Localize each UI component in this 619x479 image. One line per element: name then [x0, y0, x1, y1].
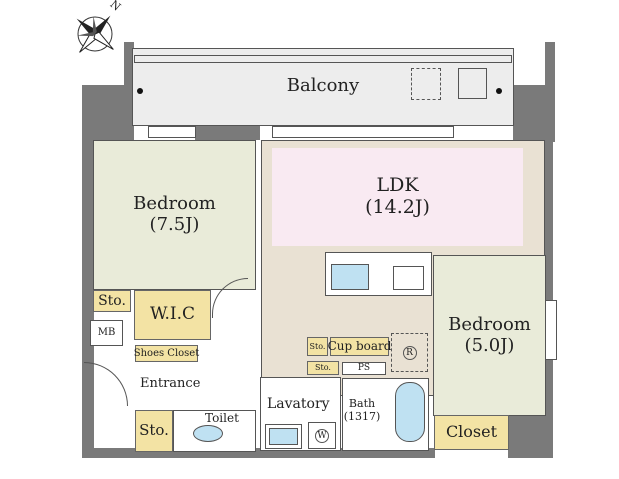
- washbasin-icon: [265, 424, 302, 449]
- room-name: W.I.C: [149, 304, 196, 325]
- storage-small-2: Sto.: [307, 361, 339, 375]
- shoes-closet: Shoes Closet: [133, 345, 200, 362]
- room-name: Bedroom: [133, 193, 216, 215]
- room-name: Cup board: [327, 338, 392, 353]
- room-size: (7.5J): [149, 214, 200, 235]
- storage-bottom: Sto.: [135, 410, 173, 452]
- wall: [513, 85, 555, 140]
- cup-board: Cup board: [327, 337, 392, 356]
- toilet-icon: [193, 425, 223, 442]
- room-size: (1317): [343, 409, 381, 423]
- bathtub-icon: [395, 382, 425, 442]
- room-name: MB: [97, 327, 116, 339]
- fridge-space: R: [391, 333, 428, 372]
- window[interactable]: [148, 126, 196, 138]
- bedroom-7-5j: Bedroom (7.5J): [93, 140, 256, 290]
- outdoor-unit-icon: [458, 68, 487, 99]
- room-name: Sto.: [98, 292, 126, 309]
- window[interactable]: [545, 300, 557, 360]
- washer-space: W: [308, 422, 336, 449]
- ldk-label-area: LDK (14.2J): [272, 148, 523, 246]
- room-name: Sto.: [309, 341, 326, 351]
- room-size: (5.0J): [464, 334, 515, 356]
- sink-icon: [331, 264, 369, 290]
- lavatory-label: Lavatory: [267, 396, 330, 412]
- wall: [195, 125, 260, 140]
- hatch-icon: [411, 68, 441, 100]
- room-name: PS: [357, 363, 371, 374]
- fridge-icon: R: [402, 345, 417, 360]
- room-name: Sto.: [139, 421, 169, 440]
- room-name: Closet: [445, 422, 498, 442]
- wall: [82, 448, 435, 458]
- window[interactable]: [272, 126, 454, 138]
- wall: [124, 42, 134, 87]
- closet: Closet: [434, 415, 509, 450]
- entrance-door[interactable]: [84, 362, 128, 406]
- pipe-space: PS: [342, 362, 386, 375]
- entrance-label: Entrance: [140, 376, 201, 391]
- room-name: Shoes Closet: [133, 347, 200, 359]
- stove-icon: [393, 266, 424, 290]
- room-name: Sto.: [315, 363, 331, 373]
- balcony: [132, 48, 514, 126]
- bedroom-5-0j: Bedroom (5.0J): [433, 255, 546, 416]
- storage-small: Sto.: [307, 337, 328, 356]
- balcony-label: Balcony: [286, 75, 360, 96]
- drain-icon: [137, 88, 143, 94]
- storage-top: Sto.: [93, 290, 131, 312]
- wall: [508, 415, 553, 458]
- drain-icon: [496, 88, 502, 94]
- room-size: (14.2J): [365, 196, 430, 218]
- balcony-rail: [134, 55, 512, 63]
- meter-box: MB: [90, 320, 123, 346]
- toilet-label: Toilet: [205, 411, 239, 425]
- bath-label: Bath (1317): [343, 397, 381, 423]
- compass-icon: [76, 15, 114, 53]
- wall: [545, 140, 553, 415]
- walk-in-closet: W.I.C: [134, 290, 211, 340]
- room-name: LDK: [376, 174, 419, 197]
- room-name: Bath: [348, 397, 376, 410]
- washer-icon: W: [315, 428, 329, 443]
- room-name: Bedroom: [448, 313, 531, 335]
